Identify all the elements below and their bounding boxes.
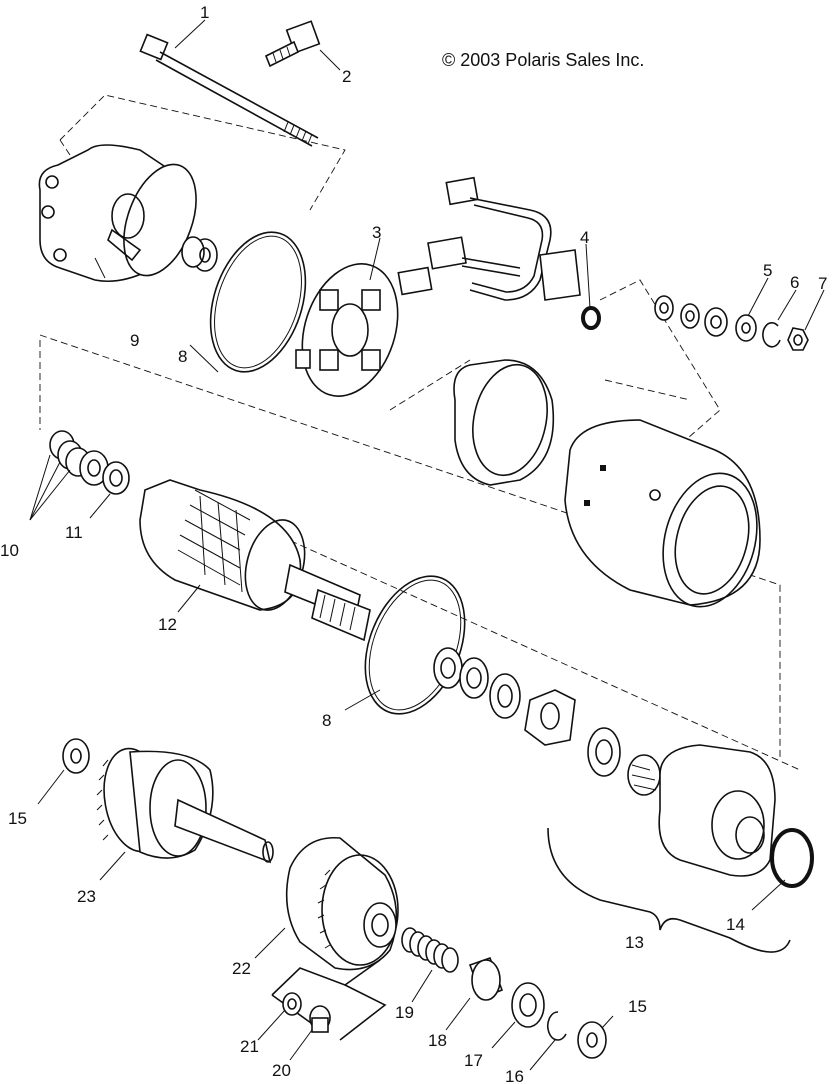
callout-7: 7 [818,274,827,293]
callout-17: 17 [464,1051,483,1070]
o-ring-part-14 [770,828,814,888]
callout-20: 20 [272,1061,291,1080]
front-shim-stack [433,647,576,746]
rear-housing-part-9 [38,144,197,283]
callout-labels: 1 2 3 4 5 6 7 8 9 10 11 12 8 13 14 15 23… [0,3,827,1084]
bearing-set [587,727,661,796]
small-o-ring-part-4 [581,306,601,330]
callout-leaders [29,19,825,1071]
callout-15-upper: 15 [8,809,27,828]
front-housing-part-13 [547,744,791,953]
stop-collar-part-17 [511,982,545,1028]
callout-14: 14 [726,915,745,934]
callout-23: 23 [77,887,96,906]
motor-yoke [564,419,761,608]
callout-3: 3 [372,223,381,242]
callout-4: 4 [580,228,589,247]
callout-22: 22 [232,959,251,978]
washer-part-11 [102,461,130,495]
callout-21: 21 [240,1037,259,1056]
brush-lead-assembly [397,176,581,301]
callout-12: 12 [158,615,177,634]
snap-ring-part-16 [547,1011,567,1041]
washer-part-15-upper [62,738,90,774]
callout-15-lower: 15 [628,997,647,1016]
bushing-part-9 [181,236,218,272]
armature-part-12 [139,479,371,642]
washer-stack-parts-5-6-7 [654,295,809,351]
callout-8-upper: 8 [178,347,187,366]
callout-11: 11 [65,523,83,542]
washer-part-21 [282,992,302,1016]
brush-holder-part-3 [295,263,399,397]
end-ring-component [453,359,555,486]
screw-part-2 [264,20,321,68]
o-ring-part-8-lower [364,575,466,715]
callout-6: 6 [790,273,799,292]
callout-13: 13 [625,933,644,952]
copyright-notice: © 2003 Polaris Sales Inc. [442,50,645,70]
washer-part-15-lower [577,1021,607,1059]
o-ring-part-8-upper [209,231,307,373]
callout-16: 16 [505,1067,524,1084]
callout-19: 19 [395,1003,414,1022]
pin-part-20 [309,1005,331,1033]
callout-18: 18 [428,1031,447,1050]
callout-1: 1 [200,3,209,22]
callout-9: 9 [130,331,139,350]
callout-5: 5 [763,261,772,280]
overrunning-clutch-part-22 [285,836,399,971]
callout-2: 2 [342,67,351,86]
through-bolt-part-1 [139,33,319,147]
sleeve-part-18 [468,956,504,1001]
callout-8-lower: 8 [322,711,331,730]
callout-10: 10 [0,541,19,560]
spring-part-19 [401,927,459,973]
pinion-shaft-part-23 [96,747,274,864]
washers-part-10 [49,430,109,486]
